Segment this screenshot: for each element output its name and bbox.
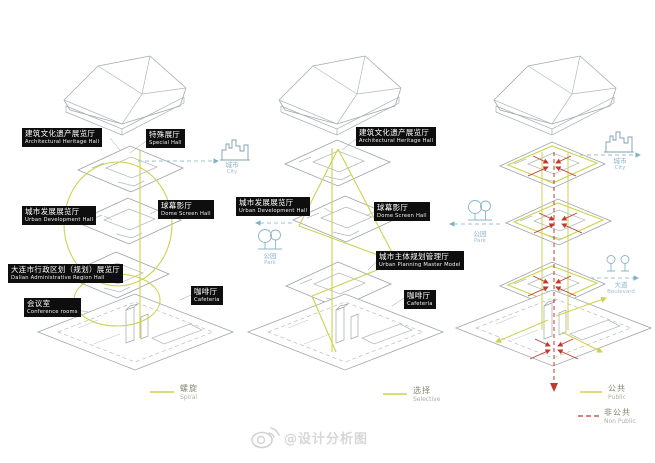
label-en: Cafeteria [194,296,220,303]
city-skyline-icon [219,139,251,161]
legend-non-public: 非公共 Non Public [604,408,636,426]
legend-zh: 选择 [413,386,431,395]
label-zh: 建筑文化遗产展览厅 [25,129,96,138]
leader-lines [323,138,405,307]
marker-city: 城市 City [604,157,636,173]
nonpublic-arrowhead [550,383,558,392]
marker-zh: 大道 [614,281,628,289]
marker-en: City [614,165,626,172]
park-trees-icon [257,229,283,250]
label-zh: 会议室 [27,299,51,308]
weibo-logo-icon [251,427,280,449]
label-en: Urban Development Hall [239,207,308,214]
roof-sketch [63,55,187,136]
marker-city: 城市 City [214,161,250,177]
label-cafeteria: 咖啡厅 Cafeteria [191,286,223,306]
legend-public: 公共 Public [608,384,626,402]
marker-en: City [226,169,238,176]
label-urban-planning-master-model: 城市主体规划管理厅 Urban Planning Master Model [376,251,464,271]
legend-en: Selective [413,395,441,403]
column-selective-sketch [247,55,444,371]
public-flow-arrow [561,331,603,353]
watermark-text: @设计分析图 [284,431,369,447]
marker-zh: 公园 [263,252,277,260]
label-en: Dome Screen Hall [377,212,427,219]
label-en: Special Hall [149,139,182,146]
marker-park: 公园 Park [464,230,496,246]
legend-spiral: 螺旋 Spiral [180,384,198,402]
marker-boulevard: 大道 Boulevard [598,281,644,297]
label-urban-development-hall: 城市发展展览厅 Urban Development Hall [236,197,311,217]
public-axis-lines [541,152,569,330]
label-zh: 球幕影厅 [161,201,193,210]
label-en: Dalian Administrative Region Hall [11,274,105,281]
selective-zigzag-path [298,148,399,353]
floor-plate [499,141,606,189]
roof-sketch [278,55,402,136]
floor-plate [505,198,612,246]
label-architectural-heritage-hall: 建筑文化遗产展览厅 Architectural Heritage Hall [356,127,437,147]
public-flow-arrow [555,296,607,317]
label-zh: 咖啡厅 [194,287,218,296]
label-en: Architectural Heritage Hall [359,137,434,144]
legend-zh: 非公共 [604,408,631,417]
label-conference-rooms: 会议室 Conference rooms [24,298,81,318]
label-zh: 城市主体规划管理厅 [379,252,450,261]
label-special-hall: 特殊展厅 Special Hall [146,129,185,149]
label-en: Urban Planning Master Model [379,261,461,268]
label-urban-development-hall: 城市发展展览厅 Urban Development Hall [22,206,97,226]
column-public-sketch [449,55,652,392]
label-architectural-heritage-hall: 建筑文化遗产展览厅 Architectural Heritage Hall [22,128,103,148]
park-trees-icon [467,200,493,221]
watermark: @设计分析图 [250,424,368,450]
label-en: Urban Development Hall [25,216,94,223]
label-en: Architectural Heritage Hall [25,138,100,145]
label-zh: 球幕影厅 [377,203,409,212]
legend-selective: 选择 Selective [413,386,440,404]
label-dome-screen-hall: 球幕影厅 Dome Screen Hall [374,202,430,222]
label-zh: 建筑文化遗产展览厅 [359,128,430,137]
label-zh: 特殊展厅 [149,130,181,139]
label-dome-screen-hall: 球幕影厅 Dome Screen Hall [158,200,214,220]
marker-zh: 城市 [613,157,627,165]
marker-en: Park [264,260,276,267]
legend-zh: 螺旋 [180,384,198,393]
marker-park: 公园 Park [256,252,284,268]
marker-zh: 城市 [225,161,239,169]
label-en: Dome Screen Hall [161,210,211,217]
label-dalian-admin-hall: 大连市行政区划（规划）展览厅 Dalian Administrative Reg… [8,264,124,284]
label-zh: 城市发展展览厅 [25,207,80,216]
marker-en: Park [474,238,486,245]
city-skyline-icon [603,131,635,153]
legend-en: Public [608,393,626,401]
label-en: Conference rooms [27,308,78,315]
marker-zh: 公园 [473,230,487,238]
label-cafeteria: 咖啡厅 Cafeteria [404,290,436,310]
floor-plate [284,139,391,187]
label-zh: 咖啡厅 [407,291,431,300]
legend-en: Non Public [604,417,636,425]
boulevard-trees-icon [606,255,630,272]
label-zh: 大连市行政区划（规划）展览厅 [11,265,121,274]
label-en: Cafeteria [407,300,433,307]
legend-zh: 公共 [608,384,626,393]
legend-en: Spiral [180,393,198,401]
marker-en: Boulevard [607,289,635,296]
public-flow-arrow [495,319,549,343]
roof-sketch [493,55,617,136]
label-zh: 城市发展展览厅 [239,198,294,207]
